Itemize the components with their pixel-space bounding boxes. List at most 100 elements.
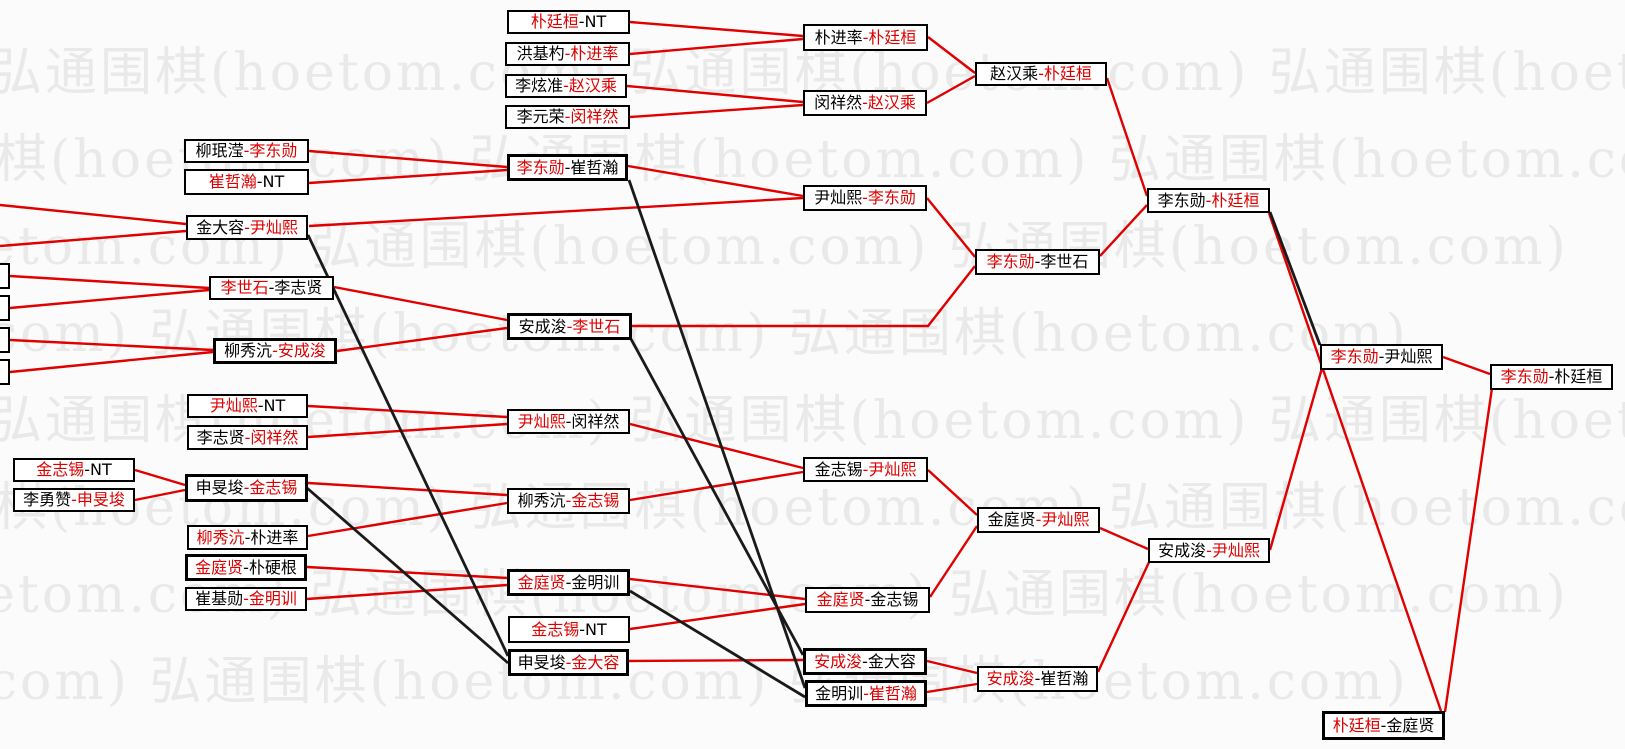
vs-dash: - (579, 619, 586, 639)
connector-line-red (9, 338, 214, 352)
match-box-A7: 李志贤-闵祥然 (187, 425, 308, 450)
player1-name: 金志锡 (36, 460, 85, 479)
connector-line-red (628, 658, 804, 663)
vs-dash: - (243, 557, 249, 577)
connector-line-red (1268, 367, 1324, 551)
vs-dash: - (862, 651, 868, 671)
match-box-F2: 朴廷桓-金庭贤 (1322, 711, 1445, 740)
player1-name: 尹灿熙 (517, 411, 566, 431)
match-box-B2: 洪基杓-朴进率 (505, 42, 630, 66)
player2-name: 金志锡 (870, 590, 919, 609)
connector-line-red (926, 659, 978, 675)
vs-dash: - (862, 459, 869, 479)
match-box-E1: 李东勋-朴廷桓 (1147, 188, 1270, 213)
match-box-A3: 金大容-尹灿熙 (186, 215, 308, 240)
connector-line-black (1268, 211, 1322, 346)
player2-name: 朴廷桓 (1043, 64, 1092, 83)
match-box-D4: 安成浚-崔哲瀚 (977, 666, 1098, 692)
player1-name: 柳秀沆 (196, 527, 245, 547)
player1-name: 洪基杓 (516, 44, 565, 63)
connector-line-red (308, 196, 804, 228)
vs-dash: - (71, 490, 77, 509)
connector-line-red (927, 36, 976, 74)
connector-line-red (928, 525, 979, 598)
player2-name: 金明训 (248, 589, 297, 608)
player2-name: 朴廷桓 (1554, 367, 1603, 386)
match-box-D3: 金庭贤-尹灿熙 (977, 507, 1100, 533)
match-box-C3: 尹灿熙-李东勋 (803, 185, 927, 211)
player1-name: 李勇赞 (23, 490, 72, 509)
match-box-B8: 柳秀沆-金志锡 (507, 488, 630, 514)
connector-line-red (307, 404, 508, 419)
connector-line-red (9, 288, 210, 310)
player2-name: 金明训 (571, 572, 620, 592)
match-box-B6: 安成浚-李世石 (507, 313, 632, 340)
match-box-C6: 安成浚-金大容 (803, 648, 927, 675)
match-box-C1: 朴进率-朴廷桓 (803, 24, 928, 51)
match-box-A4: 李世石-李志贤 (209, 276, 334, 300)
connector-line-red (629, 103, 804, 119)
vs-dash: - (578, 12, 585, 31)
vs-dash: - (1038, 64, 1044, 83)
connector-line-red (629, 37, 804, 56)
vs-dash: - (1380, 715, 1387, 735)
player1-name: 李东勋 (1500, 367, 1549, 386)
player1-name: 金庭贤 (987, 510, 1036, 529)
player2-name: 朴进率 (250, 527, 299, 547)
player2-name: 闵祥然 (250, 427, 299, 447)
player1-name: 李炫准 (515, 76, 564, 95)
player2-name: 朴廷桓 (1211, 190, 1260, 210)
connector-line-red (1096, 559, 1152, 673)
connector-line-red (0, 229, 187, 248)
match-box-B10: 金志锡-NT (508, 616, 630, 643)
connector-line-red (9, 350, 214, 374)
player2-name: 尹灿熙 (1041, 510, 1090, 529)
match-box-A1: 柳珉滢-李东勋 (184, 139, 309, 163)
match-box-B4: 李元荣-闵祥然 (505, 105, 630, 129)
connector-line-red (629, 20, 804, 38)
match-box-D2: 李东勋-李世石 (975, 249, 1100, 275)
player1-name: 尹灿熙 (814, 188, 863, 207)
player2-name: 安成浚 (277, 341, 326, 360)
player1-name: 安成浚 (1158, 540, 1207, 560)
vs-dash: - (1206, 540, 1212, 560)
player1-name: 安成浚 (814, 651, 863, 671)
match-box-L2: 李勇赞-申旻埈 (13, 488, 135, 512)
connector-line-black (306, 234, 510, 657)
player1-name: 柳秀沆 (517, 491, 566, 510)
connector-line-red (926, 74, 976, 105)
connector-line-red (926, 197, 976, 258)
vs-dash: - (565, 411, 572, 431)
player1-name: 金庭贤 (517, 572, 566, 592)
connector-line-red (333, 285, 508, 322)
connector-line-red (307, 422, 508, 439)
player1-name: 金明训 (815, 683, 864, 703)
player2-name: 申旻埈 (76, 490, 125, 509)
player1-name: 申旻埈 (195, 478, 244, 497)
player2-name: 金志锡 (249, 478, 298, 497)
player2-name: 李世石 (572, 316, 621, 336)
vs-dash: - (268, 278, 275, 297)
player2-name: 崔哲瀚 (1040, 669, 1089, 688)
match-box-A2: 崔哲瀚-NT (184, 169, 309, 195)
match-box-L1: 金志锡-NT (13, 458, 135, 482)
match-box-A9: 柳秀沆-朴进率 (187, 525, 308, 550)
player2-name: 金志锡 (571, 491, 620, 510)
connector-line-red (307, 481, 508, 497)
match-box-B1: 朴廷桓-NT (507, 10, 630, 34)
player2-name: 朴进率 (570, 44, 619, 63)
player2-name: 闵祥然 (571, 411, 620, 431)
player2-name: NT (90, 460, 112, 479)
vs-dash: - (1034, 669, 1041, 688)
match-box-G1: 李东勋-朴廷桓 (1490, 364, 1613, 390)
connector-line-red (626, 84, 804, 104)
connector-line-red (1442, 355, 1491, 376)
vs-dash: - (566, 316, 573, 336)
connector-line-red (306, 565, 508, 580)
vs-dash: - (1378, 347, 1385, 366)
vs-dash: - (1035, 510, 1042, 529)
match-box-C7: 金明训-崔哲瀚 (805, 680, 927, 707)
connector-line-red (927, 469, 978, 516)
player1-name: 金庭贤 (816, 590, 865, 609)
